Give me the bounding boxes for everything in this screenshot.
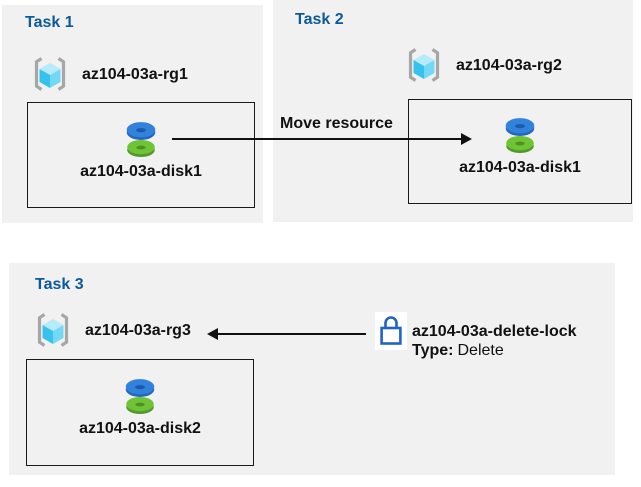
move-resource-arrow-line — [172, 138, 463, 140]
delete-lock-arrow-line — [214, 333, 366, 335]
delete-lock-name: az104-03a-delete-lock — [412, 323, 577, 340]
task3-panel: Task 3 az104-03a-rg3 — [9, 263, 615, 475]
task1-resource-group-label: az104-03a-rg1 — [82, 66, 188, 83]
disk-icon — [501, 114, 539, 156]
delete-lock-text: az104-03a-delete-lock Type:Delete — [412, 322, 577, 360]
task1-disk-label: az104-03a-disk1 — [80, 162, 202, 180]
task2-resource-group-row: az104-03a-rg2 — [404, 46, 562, 86]
task2-disk-box: az104-03a-disk1 — [408, 99, 632, 204]
task2-resource-group-label: az104-03a-rg2 — [456, 57, 562, 74]
task1-panel: Task 1 az104-03a-rg1 — [2, 5, 263, 223]
resource-group-icon — [404, 46, 444, 86]
task3-title: Task 3 — [35, 276, 84, 293]
move-resource-label: Move resource — [280, 115, 393, 132]
disk-icon — [121, 375, 159, 417]
disk-icon — [122, 118, 160, 160]
resource-group-icon — [30, 55, 70, 95]
delete-lock-type-label: Type: — [412, 342, 454, 359]
task3-resource-group-row: az104-03a-rg3 — [33, 311, 191, 351]
task3-disk-box: az104-03a-disk2 — [26, 359, 254, 466]
task2-title: Task 2 — [295, 11, 344, 28]
task1-resource-group-row: az104-03a-rg1 — [30, 55, 188, 95]
task1-title: Task 1 — [25, 14, 74, 31]
lock-icon — [375, 312, 407, 350]
task2-panel: Task 2 az104-03a-rg2 — [273, 0, 633, 222]
task1-disk-box: az104-03a-disk1 — [27, 102, 255, 208]
resource-group-icon — [33, 311, 73, 351]
delete-lock-arrow-head — [207, 328, 218, 340]
delete-lock-type-value: Delete — [457, 342, 504, 359]
move-resource-arrow-head — [461, 133, 472, 145]
task3-resource-group-label: az104-03a-rg3 — [85, 322, 191, 339]
task2-disk-label: az104-03a-disk1 — [459, 159, 581, 176]
task3-disk-label: az104-03a-disk2 — [79, 420, 201, 437]
